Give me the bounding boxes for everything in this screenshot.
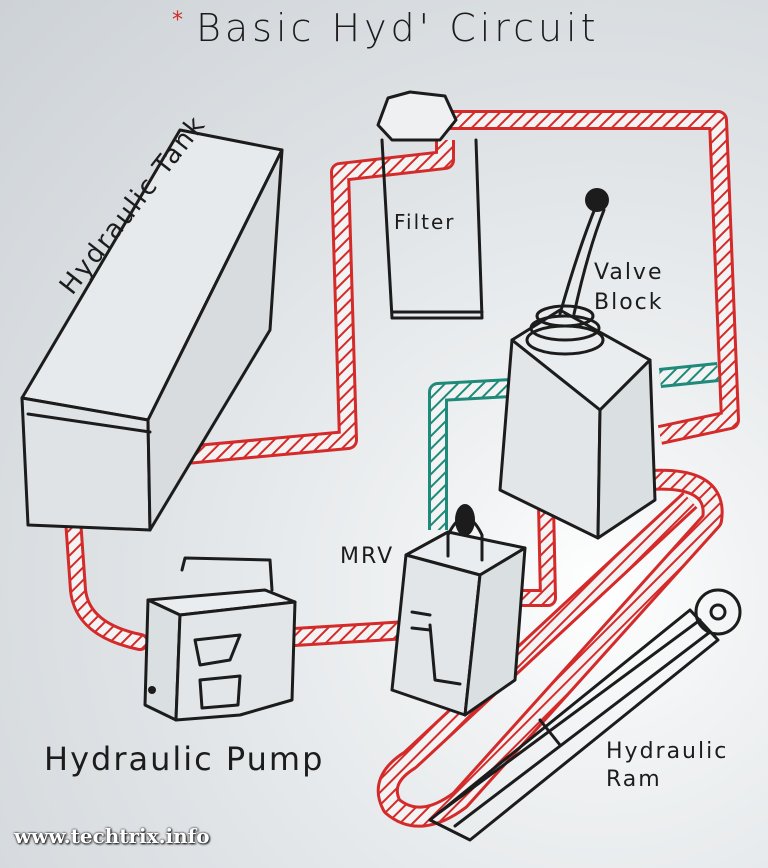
ram-label: Hydraulic Ram (606, 738, 728, 794)
pipe-filter-to-tank (109, 140, 455, 472)
pipe-pump-to-mrv (277, 620, 409, 648)
filter (376, 90, 484, 320)
valve-block (498, 188, 657, 540)
ram-label-line-1: Hydraulic (606, 739, 729, 764)
hydraulic-pump (143, 556, 297, 722)
pump-label: Hydraulic Pump (44, 740, 325, 778)
watermark-url: www.techtrix.info (14, 824, 210, 848)
pipe-relief-return (428, 362, 720, 530)
diagram-title: Basic Hyd' Circuit (196, 6, 600, 50)
title-asterisk: * (172, 8, 185, 33)
mrv (390, 504, 527, 717)
filter-label: Filter (394, 210, 456, 234)
pipe-valve-to-filter (450, 110, 740, 445)
hydraulic-tank (20, 128, 284, 532)
hydraulic-ram (428, 588, 742, 842)
mrv-label: MRV (340, 544, 395, 569)
valve-block-label-line-1: Valve (594, 260, 664, 285)
valve-block-label: Valve Block (594, 258, 664, 318)
valve-block-label-line-2: Block (594, 290, 664, 315)
ram-label-line-2: Ram (606, 767, 662, 792)
